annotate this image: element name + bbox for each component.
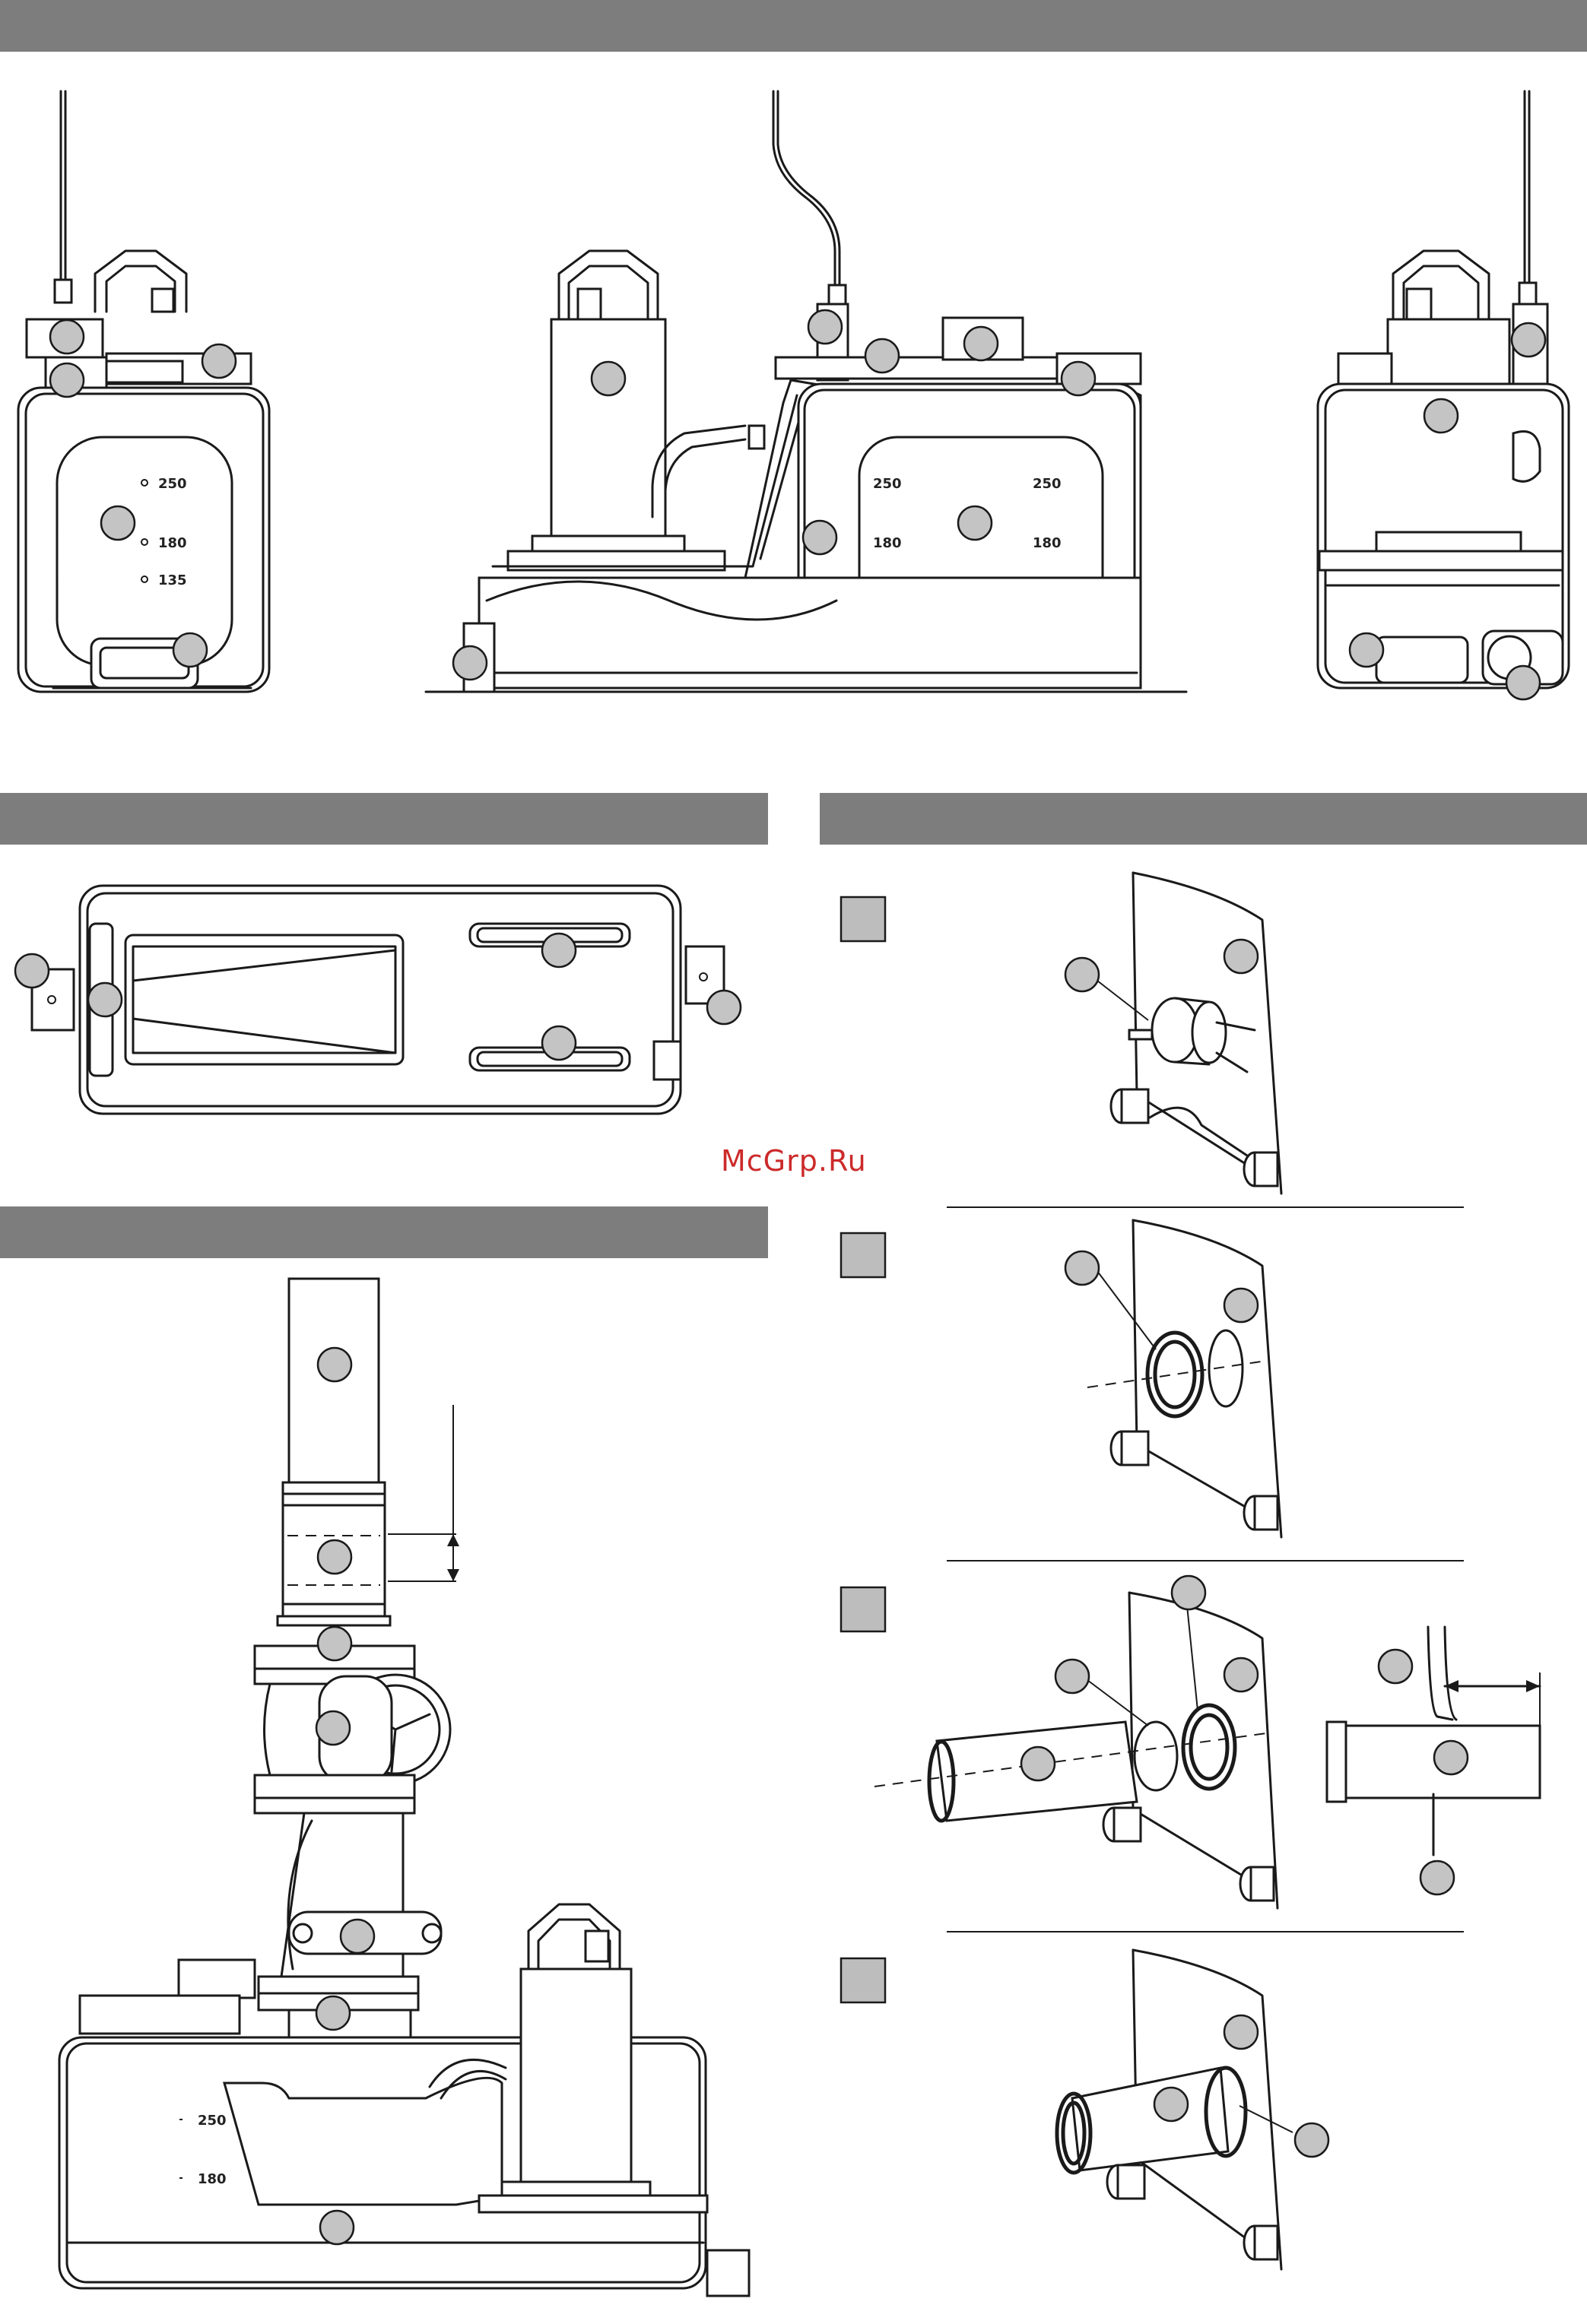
callout [318, 1348, 351, 1381]
watermark-text: McGrp.Ru [721, 1144, 867, 1178]
assembly-view: 250 180 [59, 1279, 749, 2296]
callout [318, 1627, 351, 1660]
step-4-box [841, 1958, 885, 2002]
callout [1065, 958, 1099, 991]
callout [1172, 1576, 1205, 1609]
level-mark: 250 [1033, 476, 1062, 492]
callout [707, 991, 741, 1024]
callout [1506, 666, 1540, 699]
step-3-box [841, 1587, 885, 1631]
callout [542, 1026, 576, 1060]
callout [1062, 362, 1095, 395]
callout [1021, 1747, 1055, 1780]
callout [1350, 633, 1383, 667]
callout [341, 1920, 374, 1953]
callout [1434, 1741, 1468, 1774]
front-view-center: 250 180 250 180 [426, 91, 1186, 692]
callout [316, 1996, 350, 2030]
level-mark: 180 [1033, 535, 1062, 551]
callout [865, 339, 899, 373]
callout [1154, 2088, 1188, 2121]
step-2-box [841, 1233, 885, 1277]
callout [1224, 940, 1258, 973]
level-mark: 180 [873, 535, 902, 551]
callout [1424, 399, 1458, 433]
callout [1224, 2015, 1258, 2049]
step-1-box [841, 897, 885, 941]
installation-steps [841, 873, 1540, 2269]
callout [958, 506, 992, 540]
callout [803, 521, 836, 554]
callout [50, 363, 84, 397]
callout [453, 646, 487, 680]
callout [88, 983, 122, 1016]
callout [320, 2211, 354, 2244]
callout [1379, 1650, 1412, 1683]
callout [101, 506, 135, 540]
side-view-right [1318, 91, 1569, 699]
callout [1055, 1660, 1089, 1693]
callout [592, 362, 625, 395]
callout [50, 320, 84, 354]
callout [808, 310, 842, 344]
callout [964, 327, 998, 360]
callout [1065, 1251, 1099, 1285]
level-mark: 180 [158, 535, 187, 551]
callout [202, 344, 236, 378]
level-mark: 250 [158, 476, 187, 492]
top-view [15, 886, 741, 1114]
level-mark: 250 [873, 476, 902, 492]
level-mark: 180 [198, 2171, 227, 2187]
level-mark: 135 [158, 572, 187, 588]
callout [1512, 323, 1545, 357]
level-mark: 250 [198, 2113, 227, 2129]
callout [542, 934, 576, 967]
callout [1224, 1658, 1258, 1691]
callout [1295, 2123, 1328, 2157]
callout [318, 1540, 351, 1574]
callout [316, 1711, 350, 1745]
callout [173, 633, 207, 667]
callout [15, 954, 49, 988]
callout [1224, 1289, 1258, 1322]
side-view-left: 250 180 135 [18, 91, 269, 692]
callout [1420, 1861, 1454, 1894]
